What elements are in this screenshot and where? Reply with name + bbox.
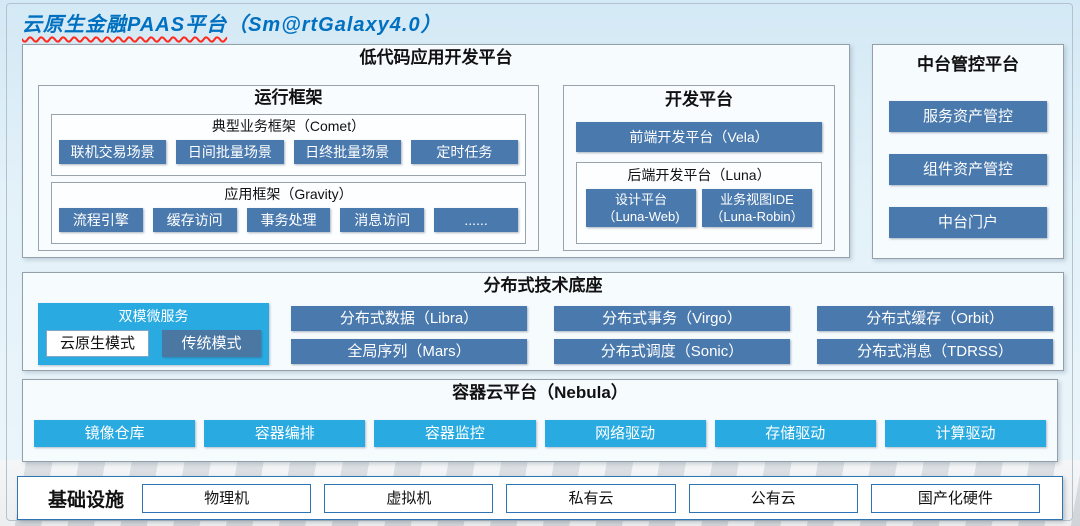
traditional-mode-button: 传统模式 — [162, 330, 261, 357]
page-title-main: 云原生金融PAAS平台 — [22, 14, 228, 36]
nebula-title: 容器云平台（Nebula） — [452, 383, 628, 402]
vela-frontend-platform-button: 前端开发平台（Vela） — [576, 122, 822, 152]
comet-button-online-transaction: 联机交易场景 — [59, 139, 167, 164]
container-orchestration-button: 容器编排 — [204, 420, 366, 447]
gravity-button-process-engine: 流程引擎 — [59, 207, 143, 232]
distributed-base-title: 分布式技术底座 — [483, 276, 603, 295]
gravity-framework-title: 应用框架（Gravity） — [224, 186, 353, 202]
container-monitoring-button: 容器监控 — [374, 420, 536, 447]
domestic-hardware-box: 国产化硬件 — [870, 483, 1041, 513]
virtual-machine-box: 虚拟机 — [324, 483, 494, 513]
mid-platform-title: 中台管控平台 — [917, 55, 1019, 74]
comet-framework-panel: 典型业务框架（Comet） 联机交易场景 日间批量场景 日终批量场景 定时任务 — [51, 114, 526, 176]
luna-robin-line1: 业务视图IDE — [720, 191, 794, 207]
low-code-platform-title: 低代码应用开发平台 — [359, 48, 513, 67]
global-sequence-mars-button: 全局序列（Mars） — [291, 339, 527, 364]
luna-web-line2: （Luna-Web) — [602, 209, 680, 225]
gravity-button-more: ...... — [434, 207, 518, 232]
storage-driver-button: 存储驱动 — [714, 420, 876, 447]
gravity-button-message-access: 消息访问 — [340, 207, 425, 232]
service-asset-control-button: 服务资产管控 — [889, 101, 1047, 132]
public-cloud-box: 公有云 — [688, 483, 858, 513]
component-asset-control-button: 组件资产管控 — [889, 154, 1047, 185]
mid-platform-panel: 中台管控平台 服务资产管控 组件资产管控 中台门户 — [872, 44, 1064, 259]
luna-robin-line2: （Luna-Robin） — [710, 209, 804, 225]
network-driver-button: 网络驱动 — [544, 420, 706, 447]
dev-platform-title: 开发平台 — [665, 90, 733, 109]
dual-mode-microservice-box: 双模微服务 云原生模式 传统模式 — [38, 303, 269, 365]
image-registry-button: 镜像仓库 — [34, 420, 196, 447]
cloud-native-mode-button: 云原生模式 — [46, 330, 149, 357]
page-title: 云原生金融PAAS平台（Sm@rtGalaxy4.0） — [22, 8, 442, 37]
distributed-scheduling-sonic-button: 分布式调度（Sonic） — [554, 339, 790, 364]
infrastructure-title: 基础设施 — [48, 489, 125, 511]
nebula-container-cloud-panel: 容器云平台（Nebula） 镜像仓库 容器编排 容器监控 网络驱动 存储驱动 计… — [22, 379, 1058, 462]
luna-backend-panel: 后端开发平台（Luna） 设计平台 （Luna-Web) 业务视图IDE （Lu… — [576, 162, 822, 244]
runtime-framework-panel: 运行框架 典型业务框架（Comet） 联机交易场景 日间批量场景 日终批量场景 … — [38, 85, 539, 251]
runtime-framework-title: 运行框架 — [254, 88, 323, 107]
comet-button-daytime-batch: 日间批量场景 — [176, 139, 284, 164]
luna-web-line1: 设计平台 — [614, 191, 667, 207]
gravity-button-transaction-processing: 事务处理 — [246, 207, 331, 232]
luna-web-design-platform-button: 设计平台 （Luna-Web) — [586, 188, 696, 227]
page-title-suffix: （Sm@rtGalaxy4.0） — [227, 14, 442, 36]
comet-button-eod-batch: 日终批量场景 — [293, 139, 401, 164]
distributed-transaction-virgo-button: 分布式事务（Virgo） — [554, 306, 790, 331]
distributed-cache-orbit-button: 分布式缓存（Orbit） — [817, 306, 1053, 331]
low-code-platform-panel: 低代码应用开发平台 运行框架 典型业务框架（Comet） 联机交易场景 日间批量… — [22, 44, 850, 258]
mid-platform-portal-button: 中台门户 — [889, 207, 1047, 238]
dev-platform-panel: 开发平台 前端开发平台（Vela） 后端开发平台（Luna） 设计平台 （Lun… — [563, 85, 835, 251]
gravity-button-cache-access: 缓存访问 — [152, 207, 237, 232]
physical-machine-box: 物理机 — [142, 483, 312, 513]
distributed-base-panel: 分布式技术底座 双模微服务 云原生模式 传统模式 分布式数据（Libra） 分布… — [22, 272, 1064, 371]
luna-backend-title: 后端开发平台（Luna） — [627, 167, 771, 183]
comet-framework-title: 典型业务框架（Comet） — [211, 118, 366, 134]
distributed-message-tdrss-button: 分布式消息（TDRSS） — [817, 339, 1053, 364]
private-cloud-box: 私有云 — [506, 483, 676, 513]
distributed-data-libra-button: 分布式数据（Libra） — [291, 306, 527, 331]
luna-robin-ide-button: 业务视图IDE （Luna-Robin） — [702, 188, 812, 227]
infrastructure-bar: 基础设施 物理机 虚拟机 私有云 公有云 国产化硬件 — [17, 476, 1063, 520]
comet-button-scheduled-task: 定时任务 — [410, 139, 518, 164]
gravity-framework-panel: 应用框架（Gravity） 流程引擎 缓存访问 事务处理 消息访问 ...... — [51, 182, 526, 244]
dual-mode-title: 双模微服务 — [118, 308, 189, 324]
compute-driver-button: 计算驱动 — [884, 420, 1047, 447]
